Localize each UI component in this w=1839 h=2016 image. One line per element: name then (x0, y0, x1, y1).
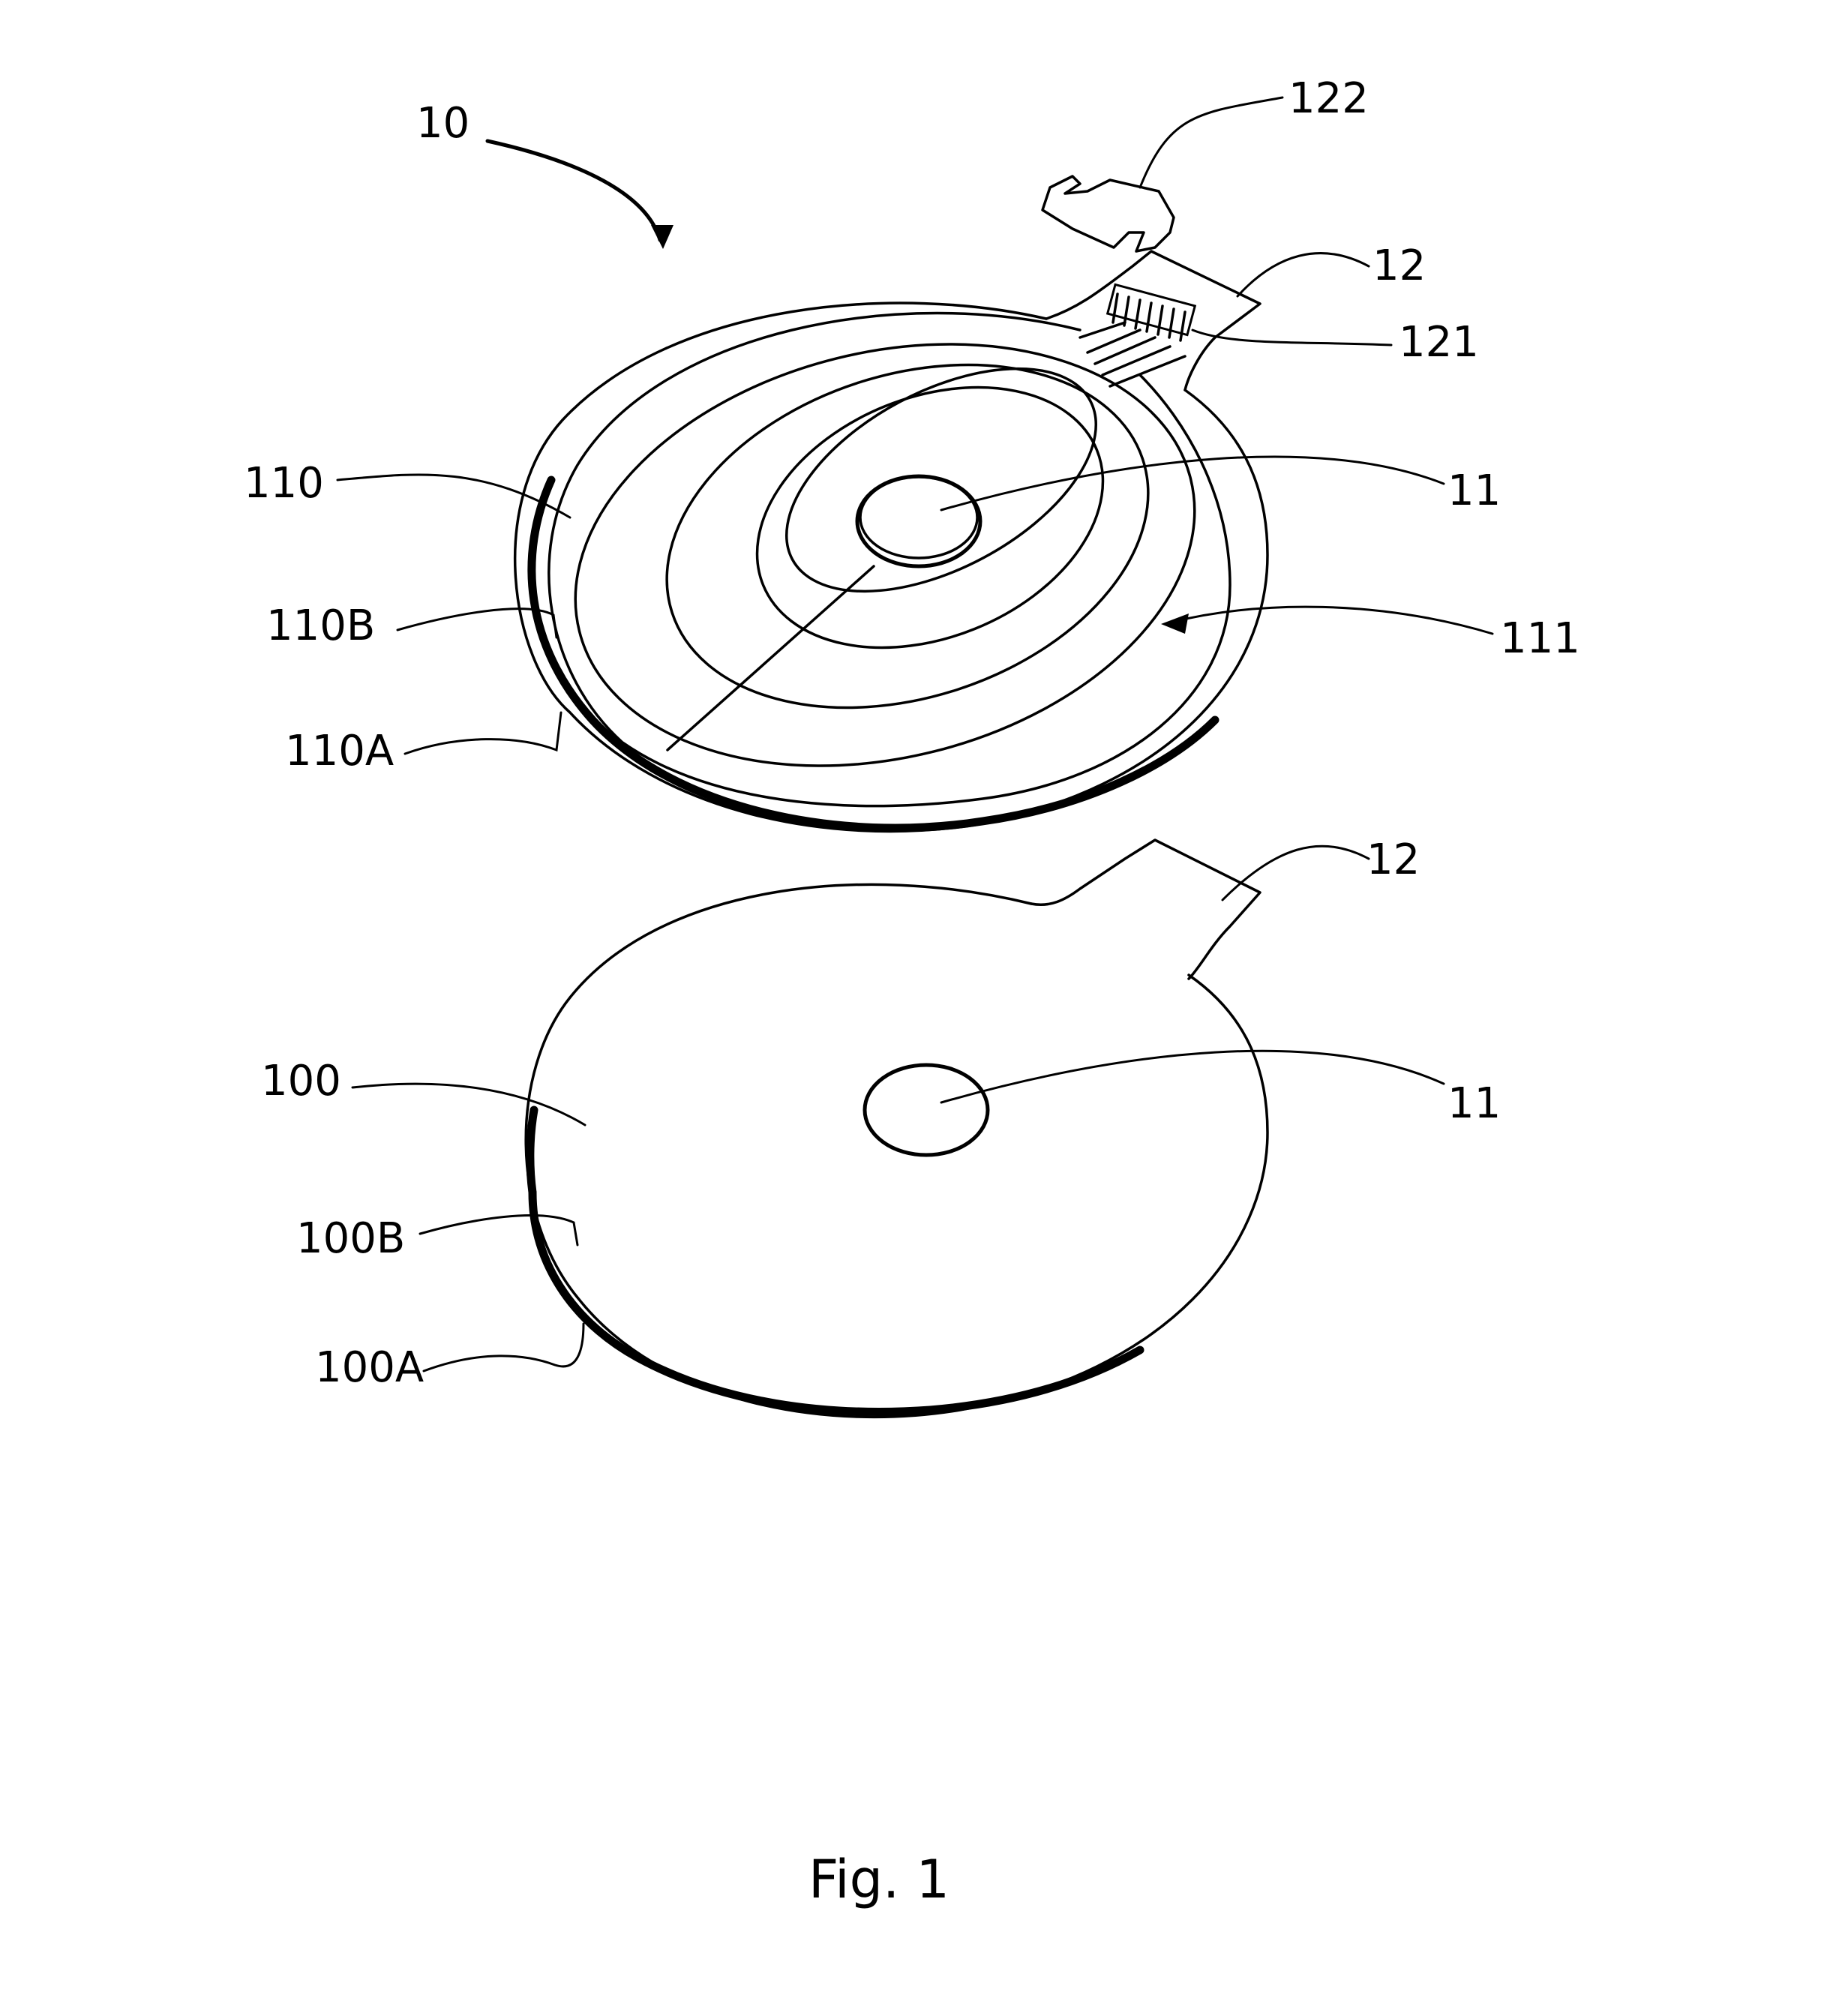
label-100: 100 (261, 1057, 341, 1106)
trace-ring-1 (574, 343, 1196, 767)
top-layer-110 (513, 175, 1269, 833)
label-12-top: 12 (1372, 242, 1426, 290)
top-center-contact-inner (859, 476, 979, 560)
trace-ring-4 (785, 367, 1097, 593)
figure-caption: Fig. 1 (808, 1849, 950, 1910)
label-10: 10 (416, 99, 470, 148)
label-110b: 110B (266, 602, 375, 650)
bottom-rim-100a-left (526, 1106, 538, 1197)
label-122: 122 (1288, 74, 1369, 123)
trace-ring-2 (665, 363, 1150, 710)
reference-labels: 10 122 12 121 110 11 110B 111 110A 12 10… (244, 74, 1580, 1392)
top-rim-110a (527, 476, 1220, 832)
arrow-10-head (651, 225, 674, 249)
leader-lines (336, 96, 1494, 1372)
label-110: 110 (244, 459, 324, 508)
contact-pads-121 (1106, 283, 1197, 342)
bottom-layer-100 (524, 838, 1269, 1419)
arrow-111-head (1161, 614, 1189, 634)
label-11-bottom: 11 (1448, 1079, 1501, 1128)
label-12-bottom: 12 (1366, 836, 1420, 884)
label-121: 121 (1399, 318, 1479, 367)
top-disc-outline (513, 302, 1269, 833)
bottom-rim-100a (528, 1188, 1144, 1416)
label-111: 111 (1500, 614, 1580, 663)
label-11-top: 11 (1448, 466, 1501, 515)
label-100b: 100B (296, 1214, 405, 1263)
radial-lead (666, 565, 875, 752)
connector-122 (1041, 175, 1175, 253)
bottom-tab-outline (1030, 838, 1262, 980)
top-rim-110b (548, 311, 1232, 808)
arrow-10 (485, 139, 662, 242)
label-100a: 100A (315, 1343, 424, 1392)
trace-leads (1078, 321, 1186, 388)
trace-ring-3 (755, 386, 1105, 650)
bottom-center-contact (862, 1063, 990, 1157)
top-tab-outline (1045, 250, 1262, 392)
label-110a: 110A (285, 727, 394, 776)
